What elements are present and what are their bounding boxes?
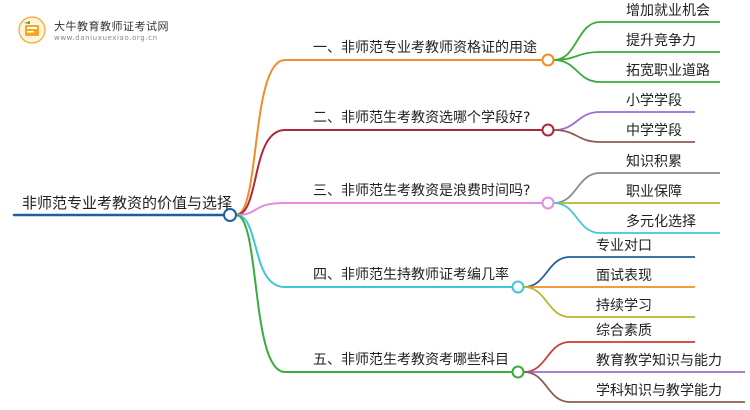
leaf-label-2-1: 小学学段 <box>626 93 682 109</box>
leaf-label-4-1: 专业对口 <box>596 238 652 254</box>
leaf-connector-3-1 <box>553 172 601 204</box>
leaf-connector-3-3 <box>553 202 601 234</box>
leaf-label-3-2: 职业保障 <box>626 184 682 200</box>
leaf-connector-2-1 <box>553 111 601 131</box>
branch-label-3: 三、非师范生考教资是浪费时间吗? <box>313 183 531 199</box>
branch-label-2: 二、非师范生考教资选哪个学段好? <box>313 110 531 126</box>
root-node <box>223 208 237 222</box>
leaf-connector-5-1 <box>523 341 571 373</box>
leaf-label-1-2: 提升竞争力 <box>626 33 696 49</box>
branch-node-5 <box>511 365 525 379</box>
branch-connector-2 <box>235 129 286 216</box>
leaf-connector-1-3 <box>553 59 601 83</box>
leaf-label-1-1: 增加就业机会 <box>626 3 710 19</box>
leaf-label-5-1: 综合素质 <box>596 323 652 339</box>
branch-node-3 <box>541 196 555 210</box>
branch-connector-3 <box>235 202 286 216</box>
branch-connector-4 <box>235 214 286 288</box>
root-topic: 非师范专业考教资的价值与选择 <box>22 194 233 212</box>
leaf-connector-4-3 <box>523 286 571 318</box>
leaf-label-3-1: 知识积累 <box>626 154 682 170</box>
leaf-label-1-3: 拓宽职业道路 <box>626 63 710 79</box>
branch-label-1: 一、非师范专业考教师资格证的用途 <box>313 40 537 56</box>
leaf-connector-4-1 <box>523 256 571 288</box>
branch-label-4: 四、非师范生持教师证考编几率 <box>313 267 509 283</box>
leaf-label-4-2: 面试表现 <box>596 268 652 284</box>
leaf-label-3-3: 多元化选择 <box>626 214 696 230</box>
leaf-connector-1-2 <box>553 51 601 61</box>
leaf-label-5-3: 学科知识与教学能力 <box>596 383 722 399</box>
leaf-connector-1-1 <box>553 21 601 61</box>
branch-node-1 <box>541 53 555 67</box>
branch-node-2 <box>541 123 555 137</box>
leaf-connector-5-3 <box>523 371 571 403</box>
leaf-label-2-2: 中学学段 <box>626 123 682 139</box>
branch-connector-5 <box>235 214 286 373</box>
branch-connector-1 <box>235 59 286 216</box>
book-icon <box>18 16 46 44</box>
brand-logo: 大牛教育教师证考试网 www.daniuxuexiao.org.cn <box>18 14 169 50</box>
branch-label-5: 五、非师范生考教资考哪些科目 <box>313 352 509 368</box>
leaf-label-4-3: 持续学习 <box>596 298 652 314</box>
leaf-label-5-2: 教育教学知识与能力 <box>596 353 722 369</box>
brand-url: www.daniuxuexiao.org.cn <box>54 34 158 42</box>
brand-title: 大牛教育教师证考试网 <box>54 20 169 33</box>
leaf-connector-2-2 <box>553 129 601 143</box>
branch-node-4 <box>511 280 525 294</box>
